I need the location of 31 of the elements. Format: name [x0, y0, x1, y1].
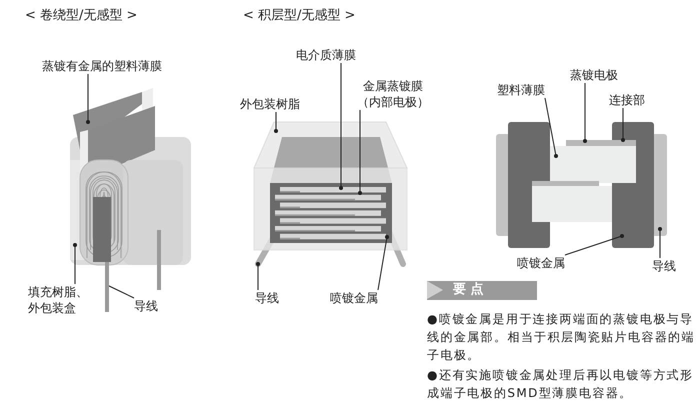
section-title: < 卷绕型/无感型 > [25, 7, 138, 24]
leader-line [73, 243, 77, 284]
header-text: 要 点 [453, 282, 484, 298]
part-label: 外包装树脂 [240, 96, 300, 112]
part-label: 导线 [134, 298, 158, 314]
leader-line [378, 235, 389, 290]
part-label: 金属蒸镀膜（内部电极） [355, 78, 431, 110]
leader-line [274, 112, 278, 133]
section-header-band [427, 281, 537, 300]
part-label: 导线 [652, 258, 676, 274]
leader-line [583, 82, 587, 143]
section-title: < 积层型/无感型 > [243, 7, 356, 24]
leader-line [564, 234, 624, 256]
leader-line [358, 110, 362, 195]
part-label: 喷镀金属 [330, 290, 378, 306]
part-label: 导线 [255, 290, 279, 306]
part-label: 蒸镀电极 [570, 67, 618, 83]
leader-line [86, 74, 90, 124]
leader-line [544, 98, 558, 158]
note-paragraph: ●还有实施喷镀金属处理后再以电镀等方式形成端子电极的SMD型薄膜电容器。 [427, 367, 694, 402]
leader-line [658, 227, 662, 258]
leader-line [256, 262, 260, 290]
leader-line [339, 62, 343, 190]
part-label: 连接部 [609, 92, 645, 108]
part-label: 喷镀金属 [517, 255, 565, 271]
note-paragraph: ●喷镀金属是用于连接两端面的蒸镀电极与导线的金属部。相当于积层陶瓷贴片电容器的端子电极。 [427, 311, 696, 364]
part-label: 蒸镀有金属的塑料薄膜 [42, 58, 162, 74]
part-label: 塑料薄膜 [497, 82, 545, 98]
part-label: 填充树脂、外包装盒 [28, 284, 92, 316]
lead-wire [105, 262, 109, 312]
part-label: 电介质薄膜 [296, 47, 356, 63]
